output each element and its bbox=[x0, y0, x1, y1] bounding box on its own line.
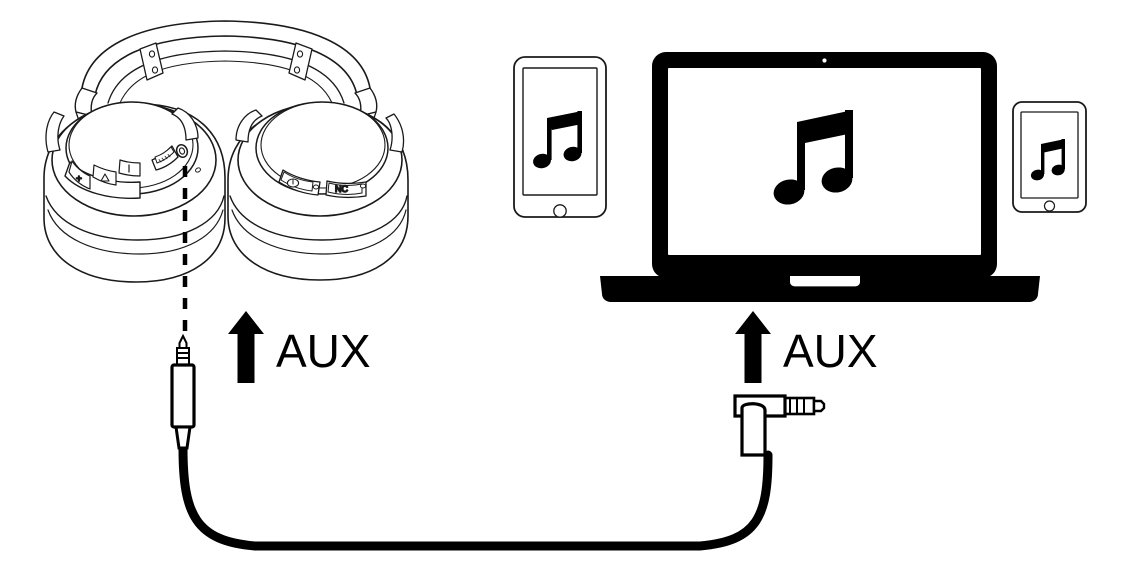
tablet-left bbox=[513, 56, 607, 218]
button-volume-down[interactable] bbox=[118, 159, 141, 177]
button-play-pause-glyph bbox=[100, 173, 110, 182]
aux-annotation-right: AUX bbox=[735, 311, 878, 383]
laptop-screen bbox=[668, 68, 981, 255]
tablet-right-screen bbox=[1020, 111, 1079, 199]
headband bbox=[74, 20, 378, 127]
usb-c-port bbox=[151, 145, 179, 171]
button-play-pause[interactable] bbox=[92, 164, 117, 186]
tablet-left-home-button[interactable] bbox=[553, 204, 567, 218]
tablet-right bbox=[1012, 101, 1087, 213]
laptop-base bbox=[600, 276, 1040, 302]
tablet-left-screen bbox=[522, 67, 598, 196]
laptop bbox=[600, 52, 1040, 302]
tablet-right-home-button[interactable] bbox=[1043, 200, 1056, 212]
headband-slider-left bbox=[139, 42, 164, 81]
left-earcup: + bbox=[43, 101, 226, 283]
arrow-up-icon bbox=[735, 311, 771, 383]
button-noise-cancelling[interactable]: NC bbox=[325, 180, 367, 199]
headphones-illustration: + bbox=[43, 20, 409, 283]
laptop-trackpad-notch bbox=[790, 276, 860, 287]
music-note-icon bbox=[533, 111, 582, 169]
button-noise-cancelling-label: NC bbox=[335, 184, 348, 194]
aux-port-left-earcup bbox=[175, 144, 189, 158]
button-power-call[interactable] bbox=[278, 169, 321, 196]
microphone-hole bbox=[195, 167, 201, 173]
left-earcup-button-strip: + bbox=[64, 159, 141, 200]
aux-annotation-left: AUX bbox=[228, 311, 371, 383]
webcam-dot bbox=[822, 58, 827, 63]
aux-cable bbox=[178, 443, 773, 551]
music-note-icon bbox=[1030, 139, 1065, 181]
aux-label-left: AUX bbox=[276, 325, 371, 377]
headband-slider-right bbox=[288, 42, 313, 81]
aux-plug-right-angle bbox=[733, 394, 826, 457]
aux-label-right: AUX bbox=[783, 325, 878, 377]
arrow-up-icon bbox=[228, 311, 264, 383]
button-volume-up[interactable]: + bbox=[68, 160, 91, 190]
right-earcup: NC bbox=[227, 101, 409, 281]
button-volume-up-glyph: + bbox=[76, 174, 82, 185]
music-note-icon bbox=[773, 110, 853, 205]
aux-plug-straight-left bbox=[170, 333, 196, 450]
